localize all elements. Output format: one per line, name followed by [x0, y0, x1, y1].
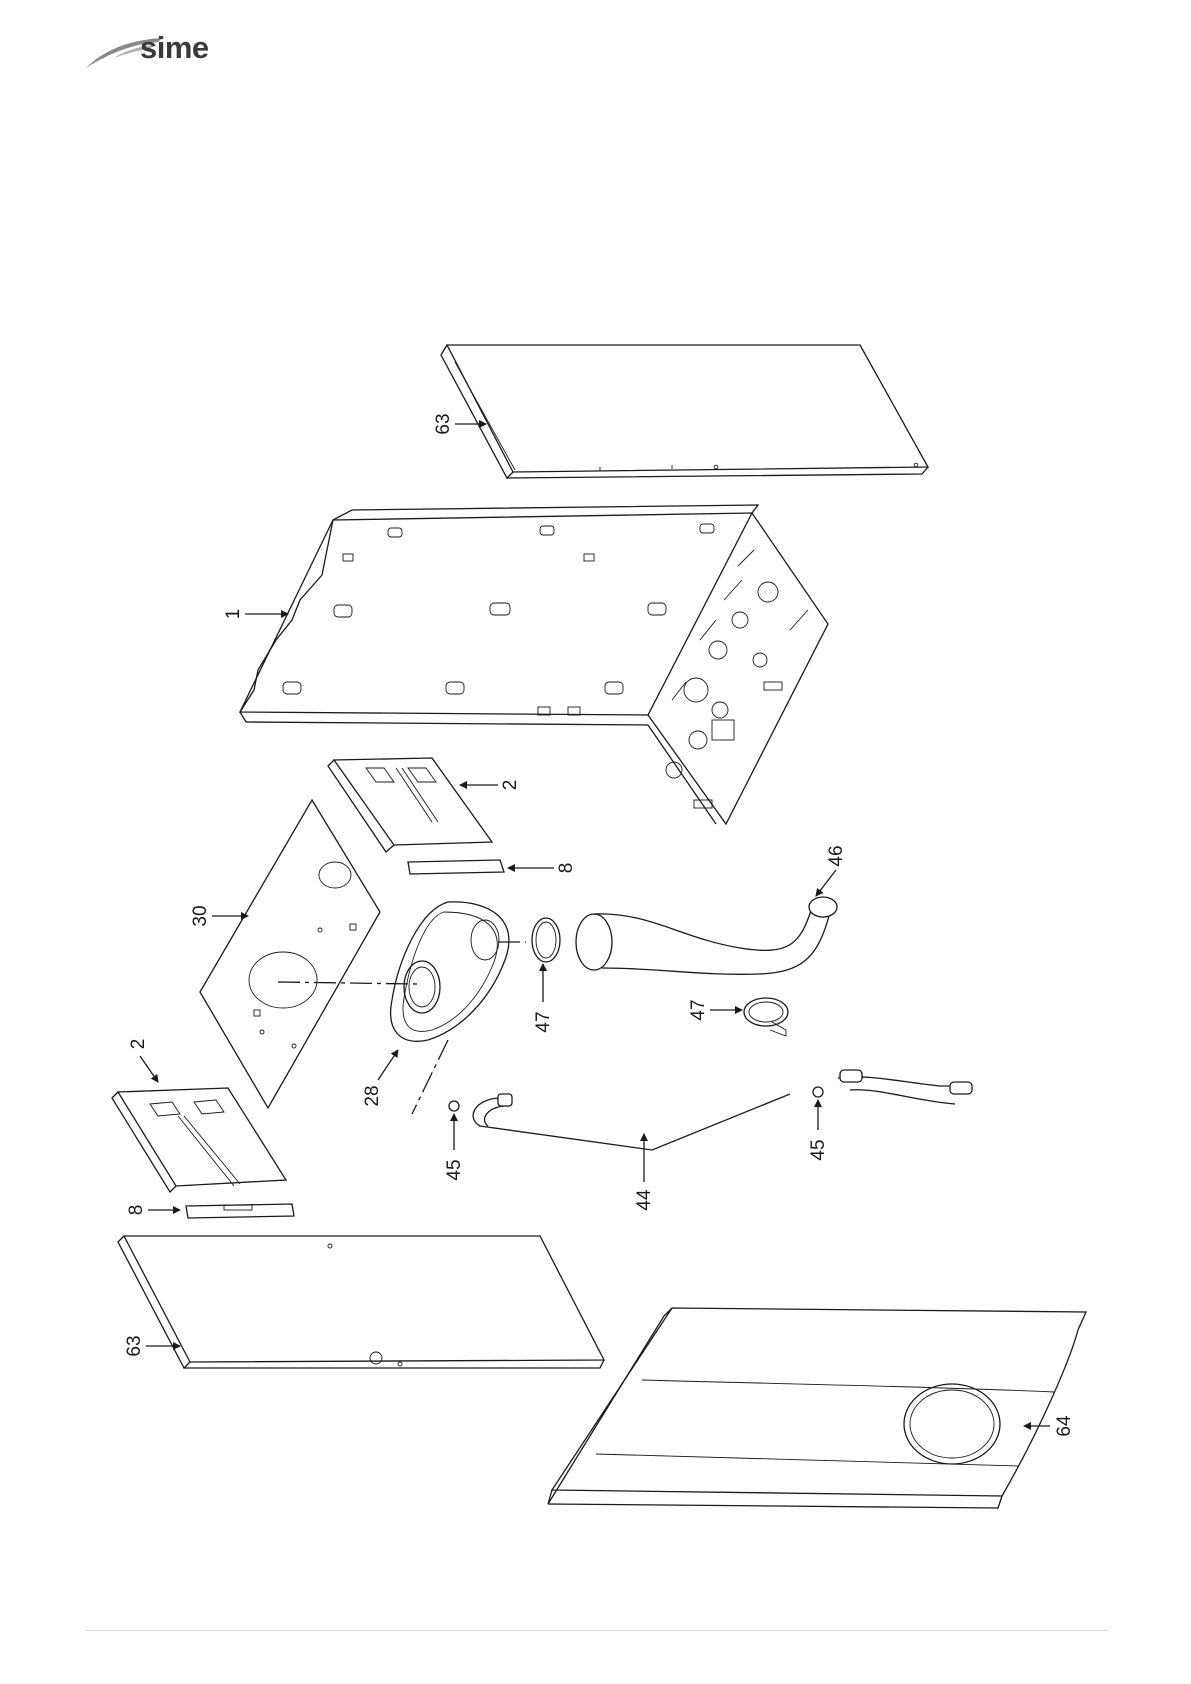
- clamp-lower: [744, 998, 788, 1036]
- label-28: 28: [362, 1085, 383, 1106]
- label-46: 46: [826, 845, 847, 866]
- strip-lower: [186, 1204, 294, 1218]
- chamber: [391, 902, 509, 1041]
- front-panel: [548, 1308, 1086, 1508]
- label-8-lower: 8: [126, 1205, 147, 1216]
- clip-right: [813, 1087, 823, 1097]
- clamp-upper: [532, 918, 560, 962]
- label-2-upper: 2: [500, 780, 521, 791]
- label-8-upper: 8: [556, 863, 577, 874]
- label-30: 30: [190, 905, 211, 926]
- label-1: 1: [223, 609, 244, 620]
- side-panel-lower: [118, 1236, 604, 1368]
- clip-left: [449, 1101, 459, 1111]
- label-47-lower: 47: [688, 999, 709, 1020]
- plate: [200, 800, 380, 1108]
- label-2-lower: 2: [128, 1039, 149, 1050]
- footer-divider: [86, 1630, 1108, 1631]
- label-64: 64: [1054, 1415, 1075, 1437]
- label-45-left: 45: [444, 1159, 465, 1180]
- hose: [449, 1070, 972, 1150]
- bracket-lower: [112, 1088, 286, 1192]
- flue-pipe: [576, 897, 837, 974]
- strip-upper: [408, 860, 504, 874]
- label-47-upper: 47: [533, 1011, 554, 1032]
- label-44: 44: [634, 1189, 655, 1211]
- label-63-upper: 63: [433, 413, 454, 434]
- label-63-lower: 63: [124, 1335, 145, 1356]
- frame: [240, 505, 828, 824]
- bracket-upper: [328, 758, 492, 852]
- side-panel-upper: [441, 345, 928, 478]
- label-45-right: 45: [808, 1139, 829, 1160]
